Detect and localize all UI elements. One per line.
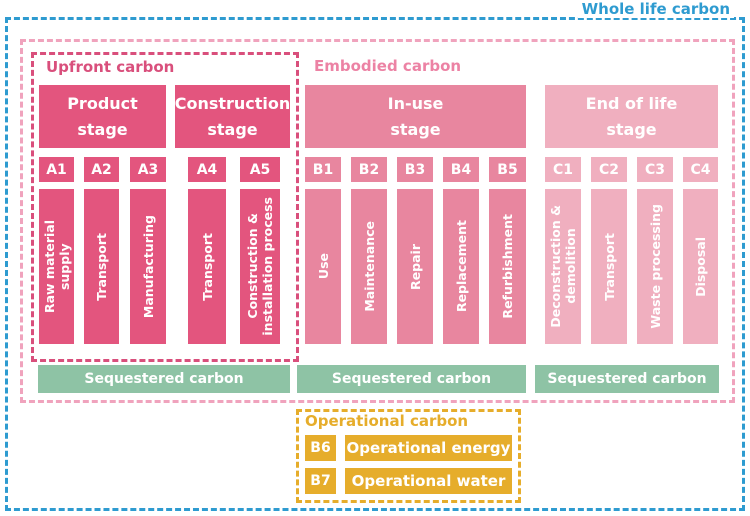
in-use-stage-header: In-use stage: [305, 85, 526, 148]
product-stage-header: Product stage: [39, 85, 166, 148]
module-name-c3: Waste processing: [647, 204, 663, 329]
module-code-c2: C2: [591, 157, 627, 182]
construction-stage-label: Construction stage: [174, 93, 291, 139]
whole-life-carbon-frame: [5, 17, 745, 511]
whole-life-carbon-label: Whole life carbon: [577, 0, 734, 18]
module-bar-b1: Use: [305, 189, 341, 344]
module-bar-b5: Refurbishment: [489, 189, 526, 344]
module-bar-c1: Deconstruction & demolition: [545, 189, 581, 344]
module-bar-a1: Raw material supply: [39, 189, 74, 344]
upfront-carbon-frame: [31, 52, 299, 362]
module-name-c4: Disposal: [693, 236, 708, 297]
module-name-b6: Operational energy: [345, 435, 512, 461]
module-code-a5: A5: [240, 157, 280, 182]
sequestered-carbon-upfront: Sequestered carbon: [38, 365, 290, 393]
module-bar-b2: Maintenance: [351, 189, 387, 344]
module-name-c2: Transport: [601, 232, 617, 301]
embodied-carbon-frame: [20, 39, 735, 403]
module-name-c1: Deconstruction & demolition: [548, 205, 578, 328]
module-bar-a5: Construction & installation process: [240, 189, 280, 344]
module-code-a2: A2: [84, 157, 119, 182]
module-code-b1: B1: [305, 157, 341, 182]
sequestered-carbon-in-use: Sequestered carbon: [297, 365, 526, 393]
product-stage-label: Product stage: [67, 93, 138, 139]
module-name-b4: Replacement: [453, 220, 469, 313]
end-of-life-stage-label: End of life stage: [585, 93, 678, 139]
module-code-b2: B2: [351, 157, 387, 182]
module-code-c1: C1: [545, 157, 581, 182]
module-bar-a3: Manufacturing: [130, 189, 166, 344]
module-bar-c2: Transport: [591, 189, 627, 344]
module-name-b5: Refurbishment: [500, 214, 515, 319]
upfront-carbon-label: Upfront carbon: [46, 58, 175, 76]
end-of-life-stage-header: End of life stage: [545, 85, 718, 148]
construction-stage-header: Construction stage: [175, 85, 290, 148]
module-code-b7: B7: [305, 468, 336, 494]
module-name-b3: Repair: [407, 243, 423, 290]
module-code-b6: B6: [305, 435, 336, 461]
module-bar-c3: Waste processing: [637, 189, 673, 344]
module-code-a3: A3: [130, 157, 166, 182]
module-code-b3: B3: [397, 157, 433, 182]
module-name-b2: Maintenance: [361, 221, 377, 312]
embodied-carbon-label: Embodied carbon: [314, 57, 462, 75]
module-bar-a2: Transport: [84, 189, 119, 344]
module-name-b7: Operational water: [345, 468, 512, 494]
module-code-b5: B5: [489, 157, 526, 182]
module-code-c3: C3: [637, 157, 673, 182]
operational-carbon-label: Operational carbon: [305, 412, 469, 430]
operational-carbon-frame: [296, 409, 521, 503]
module-code-b4: B4: [443, 157, 479, 182]
module-name-a4: Transport: [199, 232, 215, 301]
module-code-a1: A1: [39, 157, 74, 182]
module-name-b1: Use: [315, 253, 331, 280]
module-bar-a4: Transport: [188, 189, 226, 344]
module-code-a4: A4: [188, 157, 226, 182]
module-name-a5: Construction & installation process: [245, 197, 275, 336]
module-code-c4: C4: [683, 157, 718, 182]
module-name-a3: Manufacturing: [140, 214, 156, 319]
module-name-a2: Transport: [94, 232, 109, 301]
module-bar-b4: Replacement: [443, 189, 479, 344]
in-use-stage-label: In-use stage: [387, 93, 444, 139]
module-bar-b3: Repair: [397, 189, 433, 344]
module-bar-c4: Disposal: [683, 189, 718, 344]
sequestered-carbon-end-of-life: Sequestered carbon: [535, 365, 719, 393]
module-name-a1: Raw material supply: [41, 219, 72, 314]
